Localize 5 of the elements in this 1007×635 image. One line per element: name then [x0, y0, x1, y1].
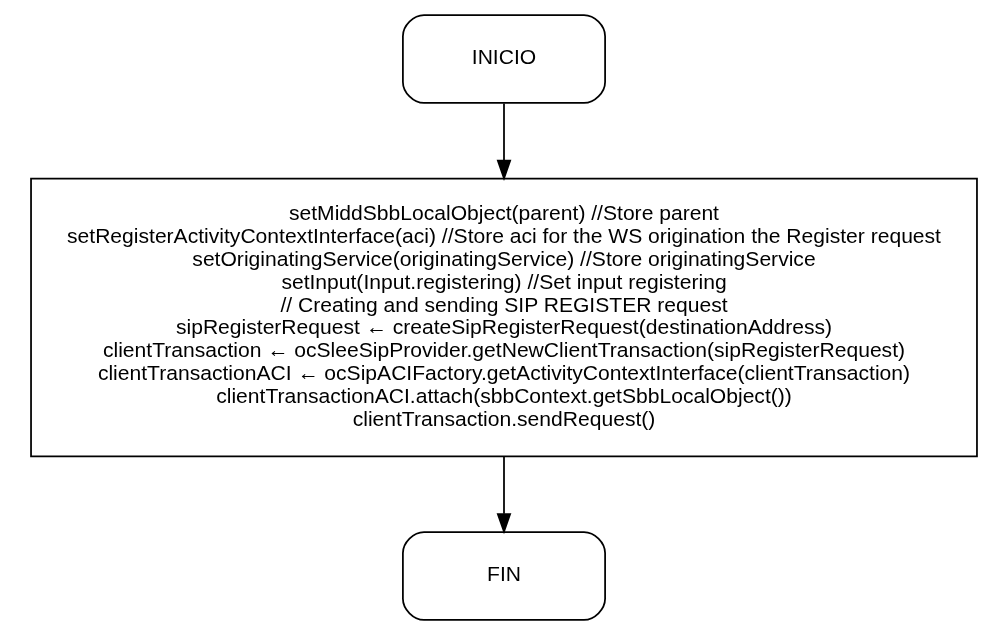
arrow	[496, 102, 511, 181]
node-box: INICIO	[401, 14, 606, 104]
node-box: FIN	[401, 531, 606, 621]
node-box: setMiddSbbLocalObject(parent) //Store parent setRegisterActivityContextInterface(aci) //Store aci for the WS origination the Register request setOriginatingService(originatingService) //Store originatingService setInput(Input.registering) //Set input registering // Creating and sending SIP REGISTER request sipRegisterRequest ← createSipRegisterRequest(destinationAddress) clientTransaction ← ocSleeSipProvider.getNewClientTransaction(sipRegisterRequest) clientTransactionACI ← ocSipACIFactory.getActivityContextInterface(clientTransaction) clientTransactionACI.attach(sbbContext.getSbbLocalObject()) clientTransaction.sendRequest()	[29, 177, 978, 458]
arrow	[496, 455, 511, 535]
